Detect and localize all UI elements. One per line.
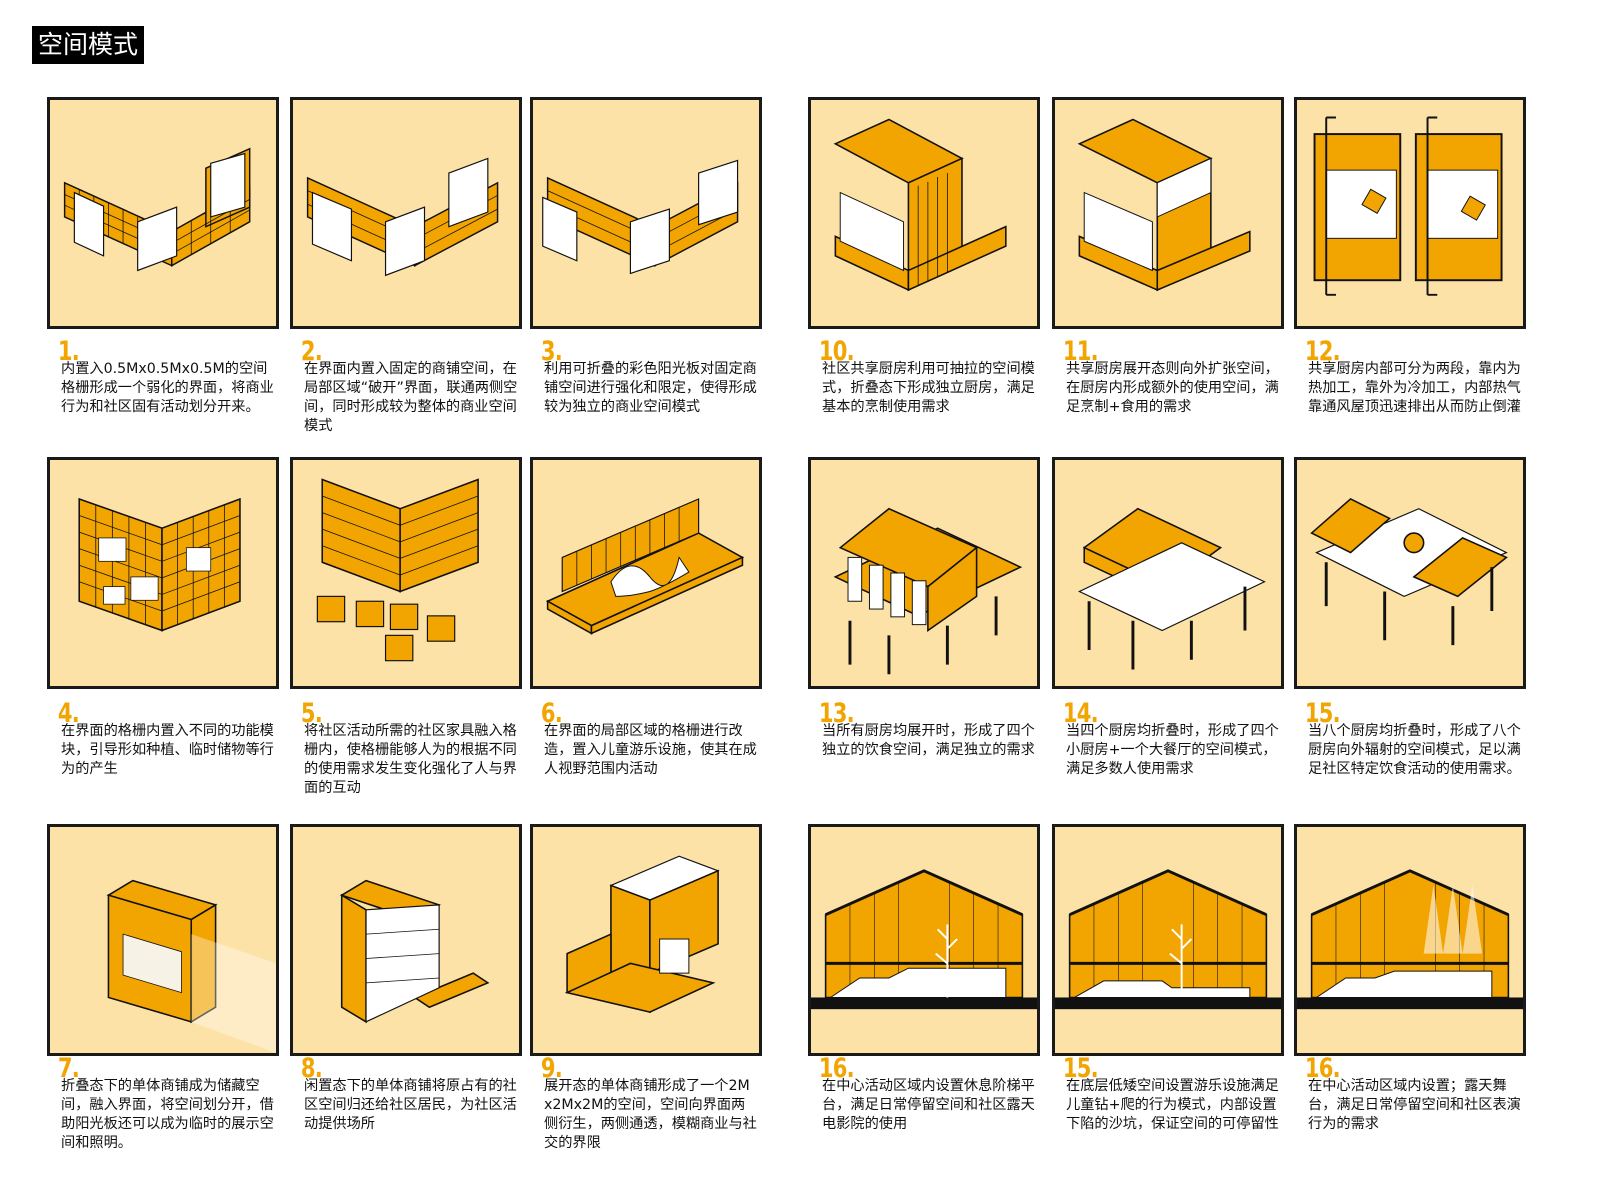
diagram-panel-7: [47, 824, 279, 1056]
caption-number: 16.: [1304, 1053, 1341, 1084]
section-stage-illustration: [1297, 869, 1523, 1010]
caption-9: 9. 展开态的单体商铺形成了一个2Mx2Mx2M的空间，空间向界面两侧衍生，两侧…: [530, 1055, 762, 1153]
diagram-panel-1: [47, 97, 279, 329]
caption-number: 5.: [300, 698, 323, 729]
caption-text: 当八个厨房均折叠时，形成了八个厨房向外辐射的空间模式，足以满足社区特定饮食活动的…: [1308, 723, 1521, 777]
diagram-panel-2: [290, 97, 522, 329]
diagram-panel-14: [1052, 457, 1284, 689]
four-dining-spaces-illustration: [833, 507, 1023, 675]
caption-text: 当四个厨房均折叠时，形成了四个小厨房+一个大餐厅的空间模式，满足多数人使用需求: [1066, 723, 1279, 777]
function-modules-illustration: [78, 497, 241, 632]
caption-text: 在中心活动区域内设置休息阶梯平台，满足日常停留空间和社区露天电影院的使用: [822, 1078, 1035, 1132]
diagram-panel-6: [530, 457, 762, 689]
caption-16a: 16. 在中心活动区域内设置休息阶梯平台，满足日常停留空间和社区露天电影院的使用: [808, 1055, 1040, 1134]
large-dining-hall-illustration: [1077, 507, 1266, 670]
community-furniture-illustration: [316, 478, 479, 662]
folding-panels-illustration: [542, 159, 739, 275]
caption-12: 12. 共享厨房内部可分为两段，靠内为热加工，靠外为冷加工，内部热气靠通风屋顶迅…: [1294, 338, 1526, 417]
caption-number: 4.: [57, 698, 80, 729]
diagram-panel-9: [530, 824, 762, 1056]
caption-number: 3.: [540, 336, 563, 367]
caption-15b: 15. 在底层低矮空间设置游乐设施满足儿童钻+爬的行为模式，内部设置下陷的沙坑，…: [1052, 1055, 1284, 1134]
page-title: 空间模式: [32, 26, 145, 64]
caption-10: 10. 社区共享厨房利用可抽拉的空间模式，折叠态下形成独立厨房，满足基本的烹制使…: [808, 338, 1040, 417]
kitchen-folded-illustration: [833, 118, 1007, 292]
caption-text: 在界面的格栅内置入不同的功能模块，引导形如种植、临时储物等行为的产生: [61, 723, 274, 777]
caption-1: 1. 内置入0.5Mx0.5Mx0.5M的空间格栅形成一个弱化的界面，将商业行为…: [47, 338, 279, 417]
diagram-panel-16b: [1294, 824, 1526, 1056]
caption-number: 10.: [818, 336, 855, 367]
grid-interface-illustration: [63, 147, 251, 272]
caption-text: 折叠态下的单体商铺成为储藏空间，融入界面，将空间划分开，借助阳光板还可以成为临时…: [61, 1078, 274, 1151]
caption-text: 将社区活动所需的社区家具融入格栅内，使格栅能够人为的根据不同的使用需求发生变化强…: [304, 723, 517, 796]
caption-text: 在界面内置入固定的商铺空间，在局部区域“破开”界面，联通两侧空间，同时形成较为整…: [304, 361, 518, 434]
caption-text: 利用可折叠的彩色阳光板对固定商铺空间进行强化和限定，使得形成较为独立的商业空间模…: [544, 361, 757, 415]
caption-number: 8.: [300, 1053, 323, 1084]
caption-text: 在中心活动区域内设置；露天舞台，满足日常停留空间和社区表演行为的需求: [1308, 1078, 1521, 1132]
caption-text: 共享厨房内部可分为两段，靠内为热加工，靠外为冷加工，内部热气靠通风屋顶迅速排出从…: [1308, 361, 1521, 415]
caption-text: 展开态的单体商铺形成了一个2Mx2Mx2M的空间，空间向界面两侧衍生，两侧通透，…: [544, 1078, 757, 1151]
caption-4: 4. 在界面的格栅内置入不同的功能模块，引导形如种植、临时储物等行为的产生: [47, 700, 279, 779]
caption-7: 7. 折叠态下的单体商铺成为储藏空间，融入界面，将空间划分开，借助阳光板还可以成…: [47, 1055, 279, 1153]
diagram-panel-8: [290, 824, 522, 1056]
diagram-panel-10: [808, 97, 1040, 329]
caption-14: 14. 当四个厨房均折叠时，形成了四个小厨房+一个大餐厅的空间模式，满足多数人使…: [1052, 700, 1284, 779]
caption-text: 闲置态下的单体商铺将原占有的社区空间归还给社区居民，为社区活动提供场所: [304, 1078, 517, 1132]
caption-text: 内置入0.5Mx0.5Mx0.5M的空间格栅形成一个弱化的界面，将商业行为和社区…: [61, 361, 274, 415]
caption-text: 共享厨房展开态则向外扩张空间，在厨房内形成额外的使用空间，满足烹制+食用的需求: [1066, 361, 1279, 415]
caption-11: 11. 共享厨房展开态则向外扩张空间，在厨房内形成额外的使用空间，满足烹制+食用…: [1052, 338, 1284, 417]
playground-illustration: [545, 498, 745, 635]
caption-text: 当所有厨房均展开时，形成了四个独立的饮食空间，满足独立的需求: [822, 723, 1035, 758]
diagram-panel-11: [1052, 97, 1284, 329]
kitchen-expanded-illustration: [1077, 118, 1251, 292]
diagram-panel-16a: [808, 824, 1040, 1056]
caption-number: 11.: [1062, 336, 1099, 367]
diagram-panel-15b: [1052, 824, 1284, 1056]
caption-number: 1.: [57, 336, 80, 367]
caption-5: 5. 将社区活动所需的社区家具融入格栅内，使格栅能够人为的根据不同的使用需求发生…: [290, 700, 522, 798]
fixed-shops-illustration: [306, 157, 499, 277]
caption-number: 7.: [57, 1053, 80, 1084]
diagram-panel-12: [1294, 97, 1526, 329]
caption-text: 在底层低矮空间设置游乐设施满足儿童钻+爬的行为模式，内部设置下陷的沙坑，保证空间…: [1066, 1078, 1279, 1132]
open-shop-illustration: [564, 855, 720, 1014]
caption-number: 15.: [1062, 1053, 1099, 1084]
caption-6: 6. 在界面的局部区域的格栅进行改造，置入儿童游乐设施，使其在成人视野范围内活动: [530, 700, 762, 779]
caption-number: 6.: [540, 698, 563, 729]
caption-number: 2.: [300, 336, 323, 367]
kitchen-plan-illustration: [1313, 116, 1503, 296]
caption-number: 12.: [1304, 336, 1341, 367]
diagram-panel-4: [47, 457, 279, 689]
caption-text: 在界面的局部区域的格栅进行改造，置入儿童游乐设施，使其在成人视野范围内活动: [544, 723, 757, 777]
caption-number: 9.: [540, 1053, 563, 1084]
caption-13: 13. 当所有厨房均展开时，形成了四个独立的饮食空间，满足独立的需求: [808, 700, 1040, 760]
caption-16b: 16. 在中心活动区域内设置；露天舞台，满足日常停留空间和社区表演行为的需求: [1294, 1055, 1526, 1134]
folded-shop-illustration: [106, 879, 276, 1053]
caption-number: 14.: [1062, 698, 1099, 729]
caption-number: 15.: [1304, 698, 1341, 729]
radiating-kitchens-illustration: [1310, 498, 1508, 646]
section-playground-illustration: [1055, 869, 1281, 1010]
caption-number: 13.: [818, 698, 855, 729]
diagram-panel-15: [1294, 457, 1526, 689]
diagram-panel-5: [290, 457, 522, 689]
diagram-panel-3: [530, 97, 762, 329]
section-cinema-illustration: [811, 869, 1037, 1010]
caption-3: 3. 利用可折叠的彩色阳光板对固定商铺空间进行强化和限定，使得形成较为独立的商业…: [530, 338, 762, 417]
caption-15a: 15. 当八个厨房均折叠时，形成了八个厨房向外辐射的空间模式，足以满足社区特定饮…: [1294, 700, 1526, 779]
caption-8: 8. 闲置态下的单体商铺将原占有的社区空间归还给社区居民，为社区活动提供场所: [290, 1055, 522, 1134]
caption-text: 社区共享厨房利用可抽拉的空间模式，折叠态下形成独立厨房，满足基本的烹制使用需求: [822, 361, 1035, 415]
diagram-panel-13: [808, 457, 1040, 689]
caption-2: 2. 在界面内置入固定的商铺空间，在局部区域“破开”界面，联通两侧空间，同时形成…: [290, 338, 522, 436]
idle-shop-illustration: [339, 879, 490, 1024]
caption-number: 16.: [818, 1053, 855, 1084]
